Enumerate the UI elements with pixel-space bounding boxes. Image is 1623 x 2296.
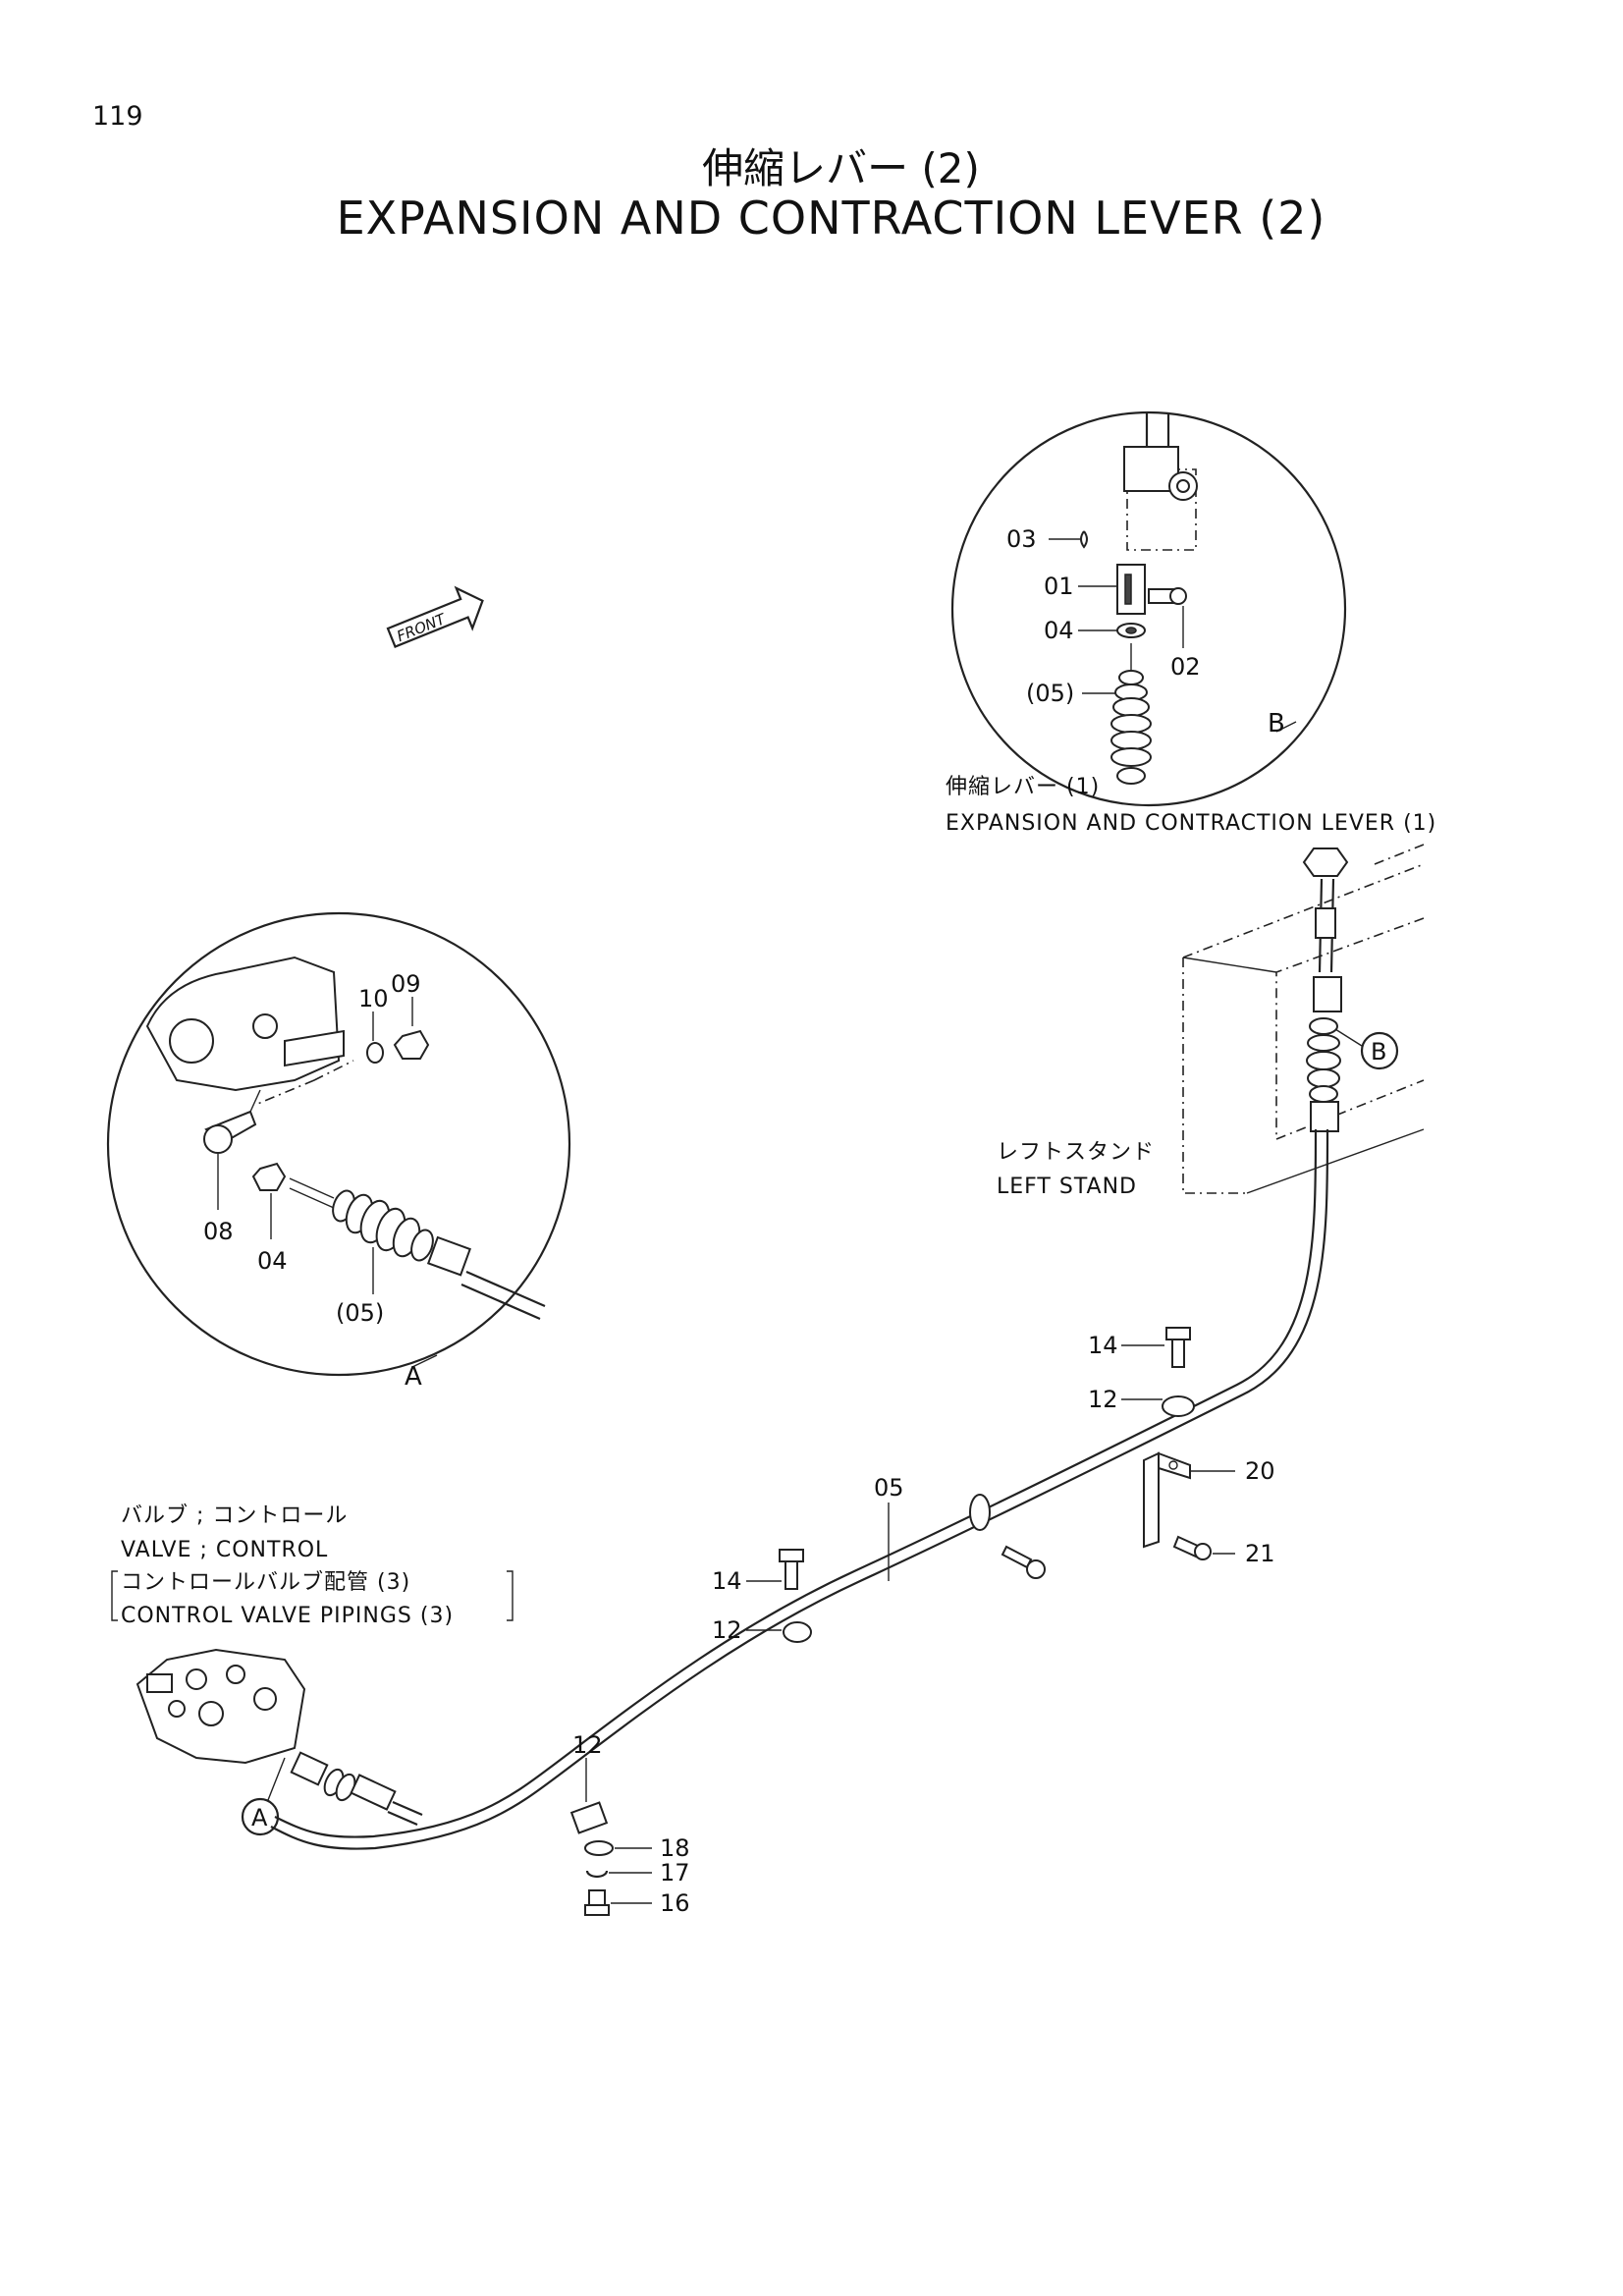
label-a-10: 10: [358, 985, 389, 1012]
front-arrow-icon: FRONT: [386, 585, 484, 648]
valve-ref-en: CONTROL VALVE PIPINGS (3): [121, 1604, 454, 1628]
left-stand-jp: レフトスタンド: [997, 1140, 1155, 1165]
label-a-08: 08: [203, 1218, 234, 1245]
stand-b-marker: B: [1371, 1038, 1386, 1066]
page-number: 119: [92, 101, 143, 132]
detail-b-callout: B: [1268, 709, 1285, 738]
label-20: 20: [1245, 1457, 1275, 1485]
valve-ref-jp: コントロールバルブ配管 (3): [121, 1570, 410, 1595]
title-japanese: 伸縮レバー (2): [702, 144, 980, 192]
detail-b: 03 01 04 02 (05) B: [950, 410, 1347, 807]
label-05-cable: 05: [874, 1474, 904, 1502]
valve-a-marker: A: [251, 1804, 268, 1831]
label-14-lower: 14: [712, 1567, 742, 1595]
label-18: 18: [660, 1834, 690, 1862]
detail-a-circle: [106, 911, 571, 1377]
detail-a: 09 10 08 04 (05) A: [106, 911, 571, 1392]
detail-b-yoke: [1116, 564, 1146, 615]
label-b-03: 03: [1006, 525, 1037, 553]
middle-clamp: 05: [874, 1474, 1046, 1581]
label-12-bottom: 12: [572, 1731, 603, 1759]
label-12-lower: 12: [712, 1616, 742, 1644]
control-cable: [270, 1128, 1329, 1850]
bottom-clamp: 12 18 17 16: [569, 1731, 690, 1917]
label-a-05: (05): [336, 1299, 384, 1327]
title-english: EXPANSION AND CONTRACTION LEVER (2): [336, 191, 1326, 245]
label-17: 17: [660, 1859, 690, 1886]
left-stand-en: LEFT STAND: [997, 1175, 1137, 1199]
label-a-09: 09: [391, 970, 421, 998]
control-valve: A: [135, 1648, 423, 1836]
detail-b-boot: [1110, 670, 1152, 785]
label-b-01: 01: [1044, 573, 1074, 600]
label-14-upper: 14: [1088, 1332, 1118, 1359]
label-12-upper: 12: [1088, 1386, 1118, 1413]
left-stand: B: [1182, 844, 1425, 1194]
label-21: 21: [1245, 1540, 1275, 1567]
valve-label-jp: バルブ ; コントロール: [121, 1503, 348, 1528]
valve-label-en: VALVE ; CONTROL: [121, 1538, 328, 1562]
label-a-04: 04: [257, 1247, 288, 1275]
related-lever-jp: 伸縮レバー (1): [946, 775, 1100, 799]
label-b-05: (05): [1026, 680, 1074, 707]
detail-a-callout: A: [405, 1362, 422, 1392]
label-b-04: 04: [1044, 617, 1074, 644]
label-16: 16: [660, 1889, 690, 1917]
upper-clamp: 14 12: [1088, 1327, 1195, 1417]
stand-b-marker-circle: [1360, 1031, 1399, 1070]
lower-clamp: 14 12: [712, 1549, 812, 1644]
detail-b-circle: [950, 410, 1347, 807]
label-b-02: 02: [1170, 653, 1201, 681]
bracket-20: 20 21: [1143, 1451, 1275, 1567]
valve-a-marker-circle: [241, 1797, 280, 1836]
detail-a-boot: [332, 1189, 434, 1262]
related-lever-en: EXPANSION AND CONTRACTION LEVER (1): [946, 811, 1436, 836]
